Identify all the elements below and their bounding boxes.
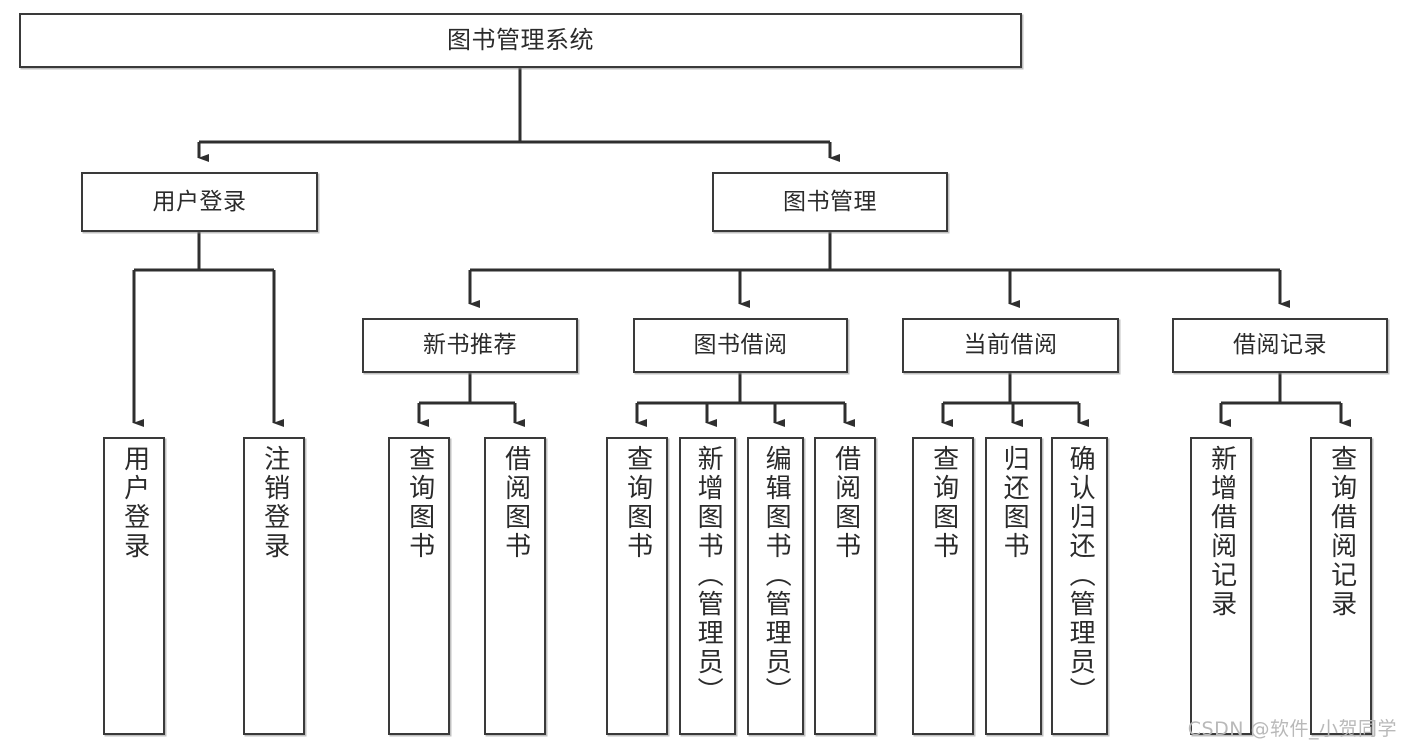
leaf-node-confirm-return-admin[interactable]: 确认归还（管理员） <box>1051 437 1108 735</box>
node-label: 当前借阅 <box>963 332 1058 359</box>
leaf-node-add-book-admin[interactable]: 新增图书（管理员） <box>679 437 736 735</box>
leaf-node-edit-book-admin[interactable]: 编辑图书（管理员） <box>747 437 804 735</box>
leaf-node-query-book-rec[interactable]: 查询图书 <box>388 437 450 735</box>
node-label: 借阅记录 <box>1233 332 1327 359</box>
node-current-borrowing[interactable]: 当前借阅 <box>902 318 1119 373</box>
leaf-node-query-book-borrow[interactable]: 查询图书 <box>606 437 668 735</box>
leaf-label: 确认归还（管理员） <box>1065 445 1096 706</box>
leaf-label: 查询图书 <box>928 445 959 561</box>
leaf-node-logout[interactable]: 注销登录 <box>243 437 305 735</box>
leaf-node-return-book[interactable]: 归还图书 <box>985 437 1042 735</box>
leaf-node-borrow-book[interactable]: 借阅图书 <box>814 437 876 735</box>
watermark-text: CSDN @软件_小贺同学 <box>1187 718 1397 740</box>
node-borrowing-record[interactable]: 借阅记录 <box>1172 318 1388 373</box>
leaf-label: 查询图书 <box>404 445 435 561</box>
leaf-label: 新增图书（管理员） <box>693 445 724 706</box>
node-book-borrowing[interactable]: 图书借阅 <box>633 318 848 373</box>
node-user-login[interactable]: 用户登录 <box>81 172 318 232</box>
node-book-management[interactable]: 图书管理 <box>712 172 948 232</box>
leaf-label: 借阅图书 <box>500 445 531 561</box>
leaf-node-query-book-current[interactable]: 查询图书 <box>912 437 974 735</box>
node-root-system[interactable]: 图书管理系统 <box>19 13 1022 68</box>
node-label: 图书管理 <box>783 188 877 215</box>
node-label: 用户登录 <box>152 188 247 215</box>
node-new-book-recommendation[interactable]: 新书推荐 <box>362 318 578 373</box>
node-label: 图书管理系统 <box>447 25 594 54</box>
leaf-label: 借阅图书 <box>830 445 861 561</box>
leaf-label: 用户登录 <box>119 445 150 561</box>
leaf-node-borrow-book-rec[interactable]: 借阅图书 <box>484 437 546 735</box>
leaf-node-query-borrow-record[interactable]: 查询借阅记录 <box>1310 437 1372 735</box>
leaf-label: 注销登录 <box>259 445 290 561</box>
node-label: 图书借阅 <box>693 332 788 359</box>
leaf-node-add-borrow-record[interactable]: 新增借阅记录 <box>1190 437 1252 735</box>
leaf-label: 归还图书 <box>999 445 1030 561</box>
node-label: 新书推荐 <box>423 332 517 359</box>
leaf-node-user-login[interactable]: 用户登录 <box>103 437 165 735</box>
leaf-label: 新增借阅记录 <box>1206 445 1237 619</box>
leaf-label: 编辑图书（管理员） <box>761 445 792 706</box>
leaf-label: 查询借阅记录 <box>1326 445 1357 619</box>
leaf-label: 查询图书 <box>622 445 653 561</box>
